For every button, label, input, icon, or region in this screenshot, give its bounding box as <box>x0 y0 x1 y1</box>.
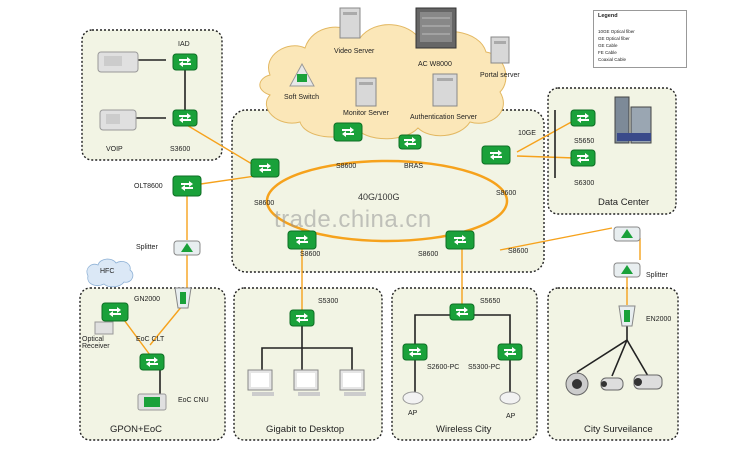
s5300-label: S5300 <box>318 298 339 305</box>
splitter-right-label: Splitter <box>646 272 668 279</box>
surveillance-title: City Surveilance <box>584 424 653 435</box>
zone-datacenter <box>547 87 677 215</box>
s2600-pc-label: S2600-PC <box>427 364 460 371</box>
phone-iad-icon <box>97 51 139 73</box>
portal-server-label: Portal server <box>480 72 520 79</box>
switch-s3600 <box>172 109 198 127</box>
olt8600-label: OLT8600 <box>134 183 163 190</box>
splitter-right-icon <box>613 262 641 278</box>
legend: Legend 10GE Optical fiber GE Optical fib… <box>593 10 687 68</box>
switch-gn2000 <box>101 302 129 322</box>
datacenter-building-icon <box>614 96 652 144</box>
soft-switch-label: Soft Switch <box>284 94 320 101</box>
s8600-top-label: S8600 <box>336 163 357 170</box>
iad-label: IAD <box>178 41 190 48</box>
s8600-bottom-mid-label: S8600 <box>418 251 439 258</box>
zone-surveillance <box>547 287 679 441</box>
hfc-cloud <box>86 258 134 288</box>
dome-camera-icon <box>565 372 589 396</box>
eoc-clt-label: EoC CLT <box>136 336 165 343</box>
switch-s8600-left <box>250 158 280 178</box>
switch-s8600-bottom-mid <box>445 230 475 250</box>
watermark: trade.china.cn <box>274 206 432 233</box>
monitor-server-label: Monitor Server <box>343 110 389 117</box>
s8600-bottom-right-label: S8600 <box>508 248 529 255</box>
ac-w8000-label: AC W8000 <box>418 61 452 68</box>
monitor-server-icon <box>355 77 377 107</box>
bras-label: BRAS <box>404 163 424 170</box>
zone-voip <box>81 29 223 161</box>
legend-title: Legend <box>598 13 618 19</box>
switch-s5300pc <box>497 343 523 361</box>
s5650-datacenter-label: S5650 <box>574 138 595 145</box>
core-ring <box>265 159 509 243</box>
gigabit-title: Gigabit to Desktop <box>266 424 345 435</box>
core-ring-label: 40G/100G <box>358 192 400 202</box>
s8600-bottom-left-label: S8600 <box>300 251 321 258</box>
video-server-label: Video Server <box>334 48 375 55</box>
switch-s8600-right <box>481 145 511 165</box>
optical-receiver-label: Optical Receiver <box>82 336 110 350</box>
datacenter-title: Data Center <box>598 197 650 208</box>
legend-item-10ge: 10GE Optical fiber <box>598 29 635 34</box>
phone-voip-icon <box>99 109 137 131</box>
ac-w8000-icon <box>415 7 457 49</box>
splitter-left-icon <box>173 240 201 256</box>
switch-s8600-bottom-left <box>287 230 317 250</box>
authentication-server-icon <box>432 73 458 107</box>
legend-item-fe-cable: FE Cable <box>598 50 617 55</box>
switch-s5650-datacenter <box>570 109 596 127</box>
switch-olt8600 <box>172 175 202 197</box>
splitter-datacenter-icon <box>613 226 641 242</box>
s8600-left-label: S8600 <box>254 200 275 207</box>
switch-iad <box>172 53 198 71</box>
s6300-label: S6300 <box>574 180 595 187</box>
ap-left-icon <box>402 391 424 405</box>
switch-bras <box>398 134 422 150</box>
zone-gigabit <box>233 287 383 441</box>
video-server-icon <box>339 7 361 39</box>
authentication-server-label: Authentication Server <box>410 114 477 121</box>
legend-item-ge-fiber: GE Optical fiber <box>598 36 630 41</box>
en2000-label: EN2000 <box>646 316 672 323</box>
switch-s6300 <box>570 149 596 167</box>
portal-server-icon <box>490 36 510 64</box>
splitter-gpon-icon <box>174 287 192 309</box>
ap-right-label: AP <box>506 413 516 420</box>
eoc-cnu-icon <box>137 393 167 411</box>
switch-eoc-clt <box>139 353 165 371</box>
voip-label: VOIP <box>106 146 123 153</box>
bullet-camera-1-icon <box>600 377 624 391</box>
optical-receiver-icon <box>94 321 114 335</box>
s5300-pc-label: S5300-PC <box>468 364 501 371</box>
bullet-camera-2-icon <box>633 374 663 390</box>
switch-s5650-wireless <box>449 303 475 321</box>
s3600-label: S3600 <box>170 146 191 153</box>
switch-s8600-top <box>333 122 363 142</box>
eoc-cnu-label: EoC CNU <box>178 397 209 404</box>
pc-left-icon <box>247 369 274 396</box>
zone-wireless <box>391 287 538 441</box>
switch-s2600 <box>402 343 428 361</box>
hfc-label: HFC <box>100 268 115 275</box>
gpon-title: GPON+EoC <box>110 424 163 435</box>
legend-item-ge-cable: GE Cable <box>598 43 618 48</box>
link-10ge-label: 10GE <box>518 130 536 137</box>
soft-switch-icon <box>289 62 315 87</box>
s5650-wireless-label: S5650 <box>480 298 501 305</box>
pc-middle-icon <box>293 369 320 396</box>
gn2000-label: GN2000 <box>134 296 161 303</box>
ap-left-label: AP <box>408 410 418 417</box>
wireless-title: Wireless City <box>436 424 492 435</box>
s8600-right-label: S8600 <box>496 190 517 197</box>
legend-item-coaxial: Coaxial Cable <box>598 57 627 62</box>
switch-s5300 <box>289 309 315 327</box>
pc-right-icon <box>339 369 366 396</box>
splitter-left-label: Splitter <box>136 244 158 251</box>
en2000-icon <box>618 305 636 327</box>
ap-right-icon <box>499 391 521 405</box>
